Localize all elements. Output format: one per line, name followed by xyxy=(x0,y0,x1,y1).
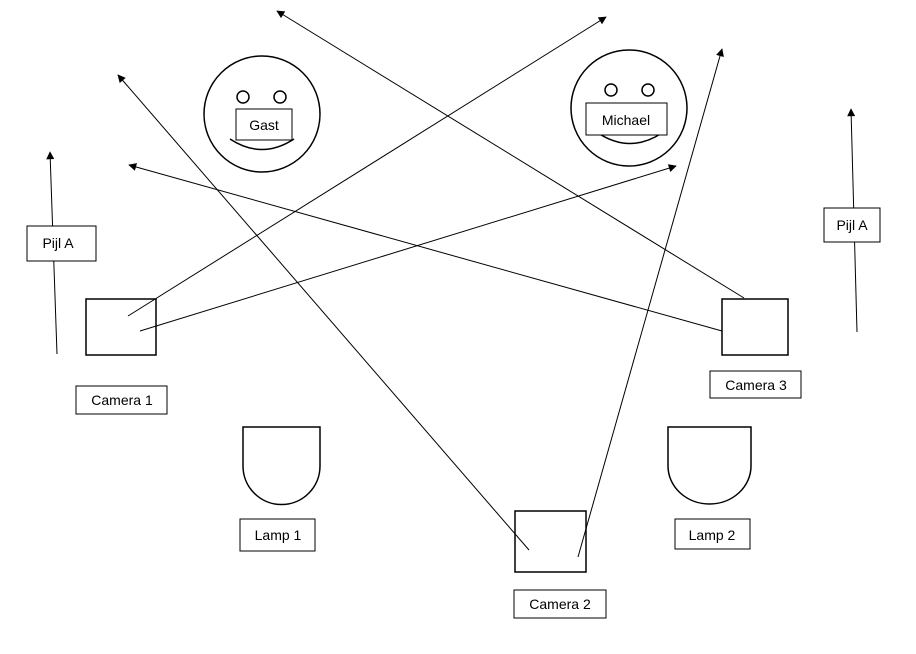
lamp1-label-box xyxy=(239,518,316,552)
camera3-label-group: Camera 3 xyxy=(709,370,802,399)
michael-smile xyxy=(597,132,663,145)
guest-right-eye xyxy=(273,90,287,104)
camera1-body xyxy=(85,298,157,356)
arrow-a-right-label: Pijl A xyxy=(836,217,868,233)
lamp2-label-group: Lamp 2 xyxy=(674,518,751,550)
lamp2-shape xyxy=(667,426,752,505)
camera3-label-box xyxy=(709,370,802,399)
camera2-ray-left xyxy=(117,74,530,551)
lamp1-label-group: Lamp 1 xyxy=(239,518,316,552)
guest-smile xyxy=(229,138,295,151)
arrow-a-left-label: Pijl A xyxy=(42,235,74,251)
arrow-a-left-label-box xyxy=(26,225,97,262)
lamp2-label-box xyxy=(674,518,751,550)
arrow-a-right-label-box xyxy=(823,207,881,243)
michael-label-box xyxy=(585,102,668,136)
lamp1-label: Lamp 1 xyxy=(255,527,302,543)
camera3-label: Camera 3 xyxy=(725,377,787,393)
camera2-label: Camera 2 xyxy=(529,596,591,612)
camera3-ray-upper xyxy=(276,10,745,299)
camera2-ray-right xyxy=(577,48,724,558)
camera3-body xyxy=(721,298,789,356)
lamp2-label: Lamp 2 xyxy=(689,527,736,543)
camera1-label: Camera 1 xyxy=(91,392,153,408)
guest-label: Gast xyxy=(249,117,279,133)
camera3-ray-lower xyxy=(128,163,723,332)
arrow-a-right-label-group: Pijl A xyxy=(823,207,881,243)
michael-right-eye xyxy=(641,83,655,97)
camera2-label-box xyxy=(513,589,607,619)
michael-label: Michael xyxy=(602,112,650,128)
camera1-label-box xyxy=(75,385,168,415)
guest-label-box xyxy=(235,108,293,141)
camera1-ray-upper xyxy=(127,16,607,317)
camera1-label-group: Camera 1 xyxy=(75,385,168,415)
michael-left-eye xyxy=(604,83,618,97)
camera2-body xyxy=(514,510,587,573)
michael-face: Michael xyxy=(570,49,688,167)
camera1-ray-lower xyxy=(139,164,677,332)
camera2-label-group: Camera 2 xyxy=(513,589,607,619)
guest-left-eye xyxy=(236,90,250,104)
arrow-a-left-label-group: Pijl A xyxy=(26,225,97,262)
guest-face: Gast xyxy=(203,55,321,173)
lamp1-shape xyxy=(242,426,321,506)
